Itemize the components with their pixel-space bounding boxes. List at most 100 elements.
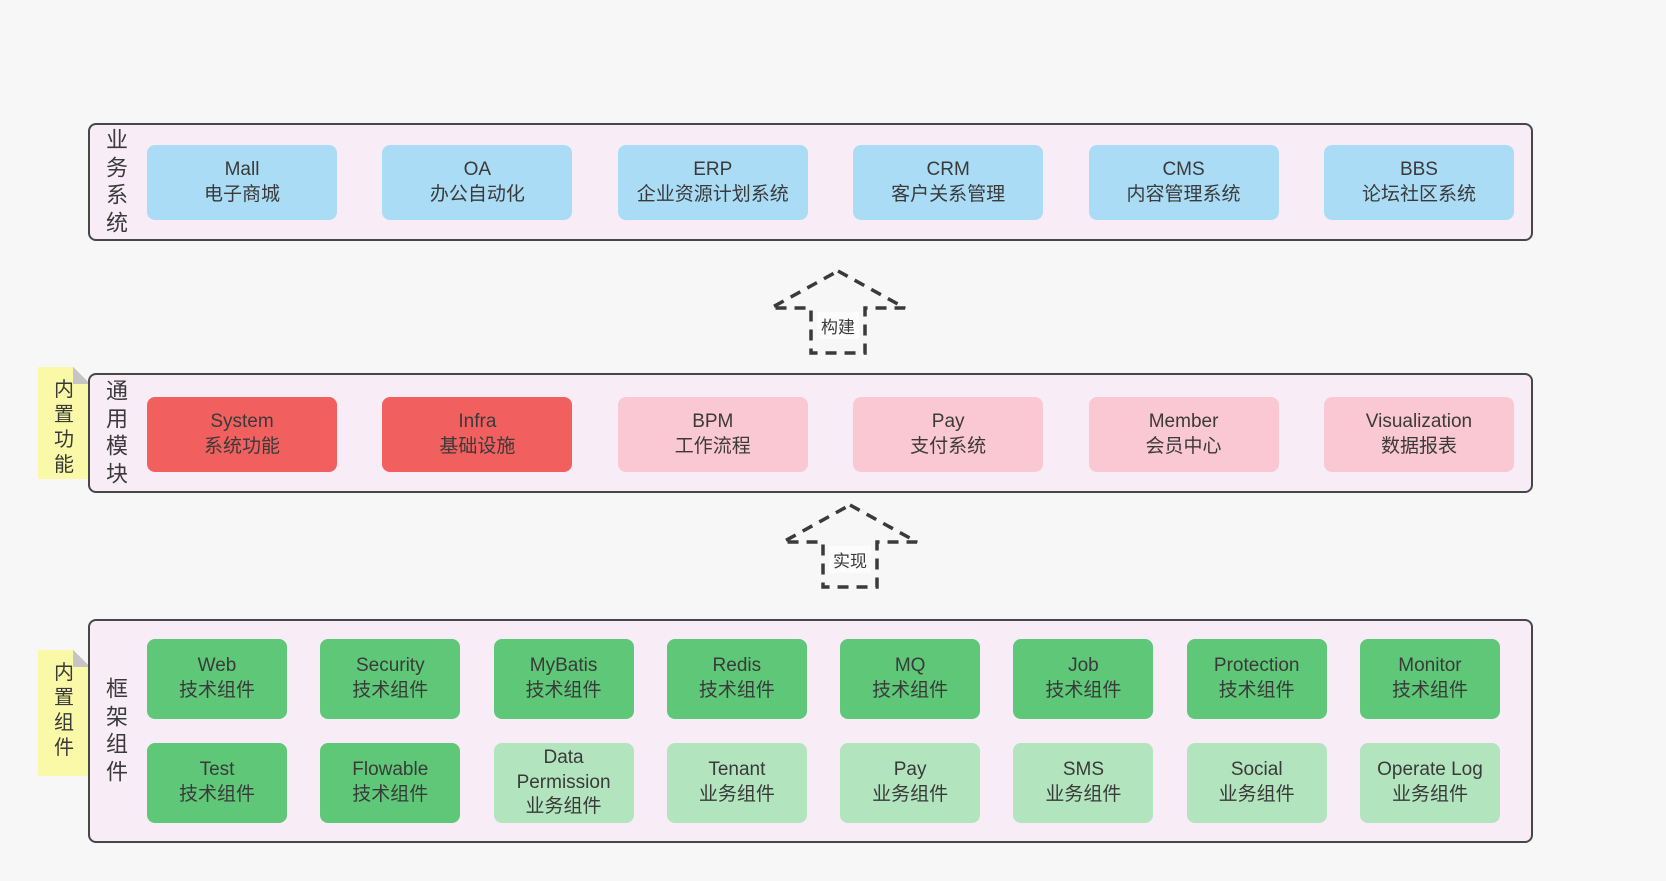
box-cms: CMS 内容管理系统 — [1088, 145, 1279, 220]
box-title: Visualization — [1365, 410, 1473, 432]
box-system: System 系统功能 — [147, 397, 337, 472]
box-subtitle: 技术组件 — [352, 680, 429, 701]
box-subtitle: 业务组件 — [698, 784, 775, 805]
panel-common-modules: 通用模块 System 系统功能 Infra 基础设施 BPM 工作流程 Pay… — [88, 373, 1533, 493]
box-subtitle: 业务组件 — [525, 796, 602, 818]
box-subtitle: 业务组件 — [872, 784, 949, 805]
sticky-note-label: 内置组件 — [54, 662, 74, 759]
box-subtitle: 技术组件 — [1391, 680, 1468, 701]
box-title: Web — [197, 655, 237, 677]
box-title: BBS — [1399, 158, 1438, 180]
box-operate-log: Operate Log 业务组件 — [1359, 743, 1500, 823]
box-title: Pay — [931, 410, 965, 432]
box-subtitle: 技术组件 — [1045, 680, 1122, 701]
panel-framework-components: 框架组件 Web 技术组件 Security 技术组件 MyBatis 技术组件… — [88, 619, 1533, 843]
business-systems-row: Mall 电子商城 OA 办公自动化 ERP 企业资源计划系统 CRM 客户关系… — [147, 145, 1514, 220]
box-visualization: Visualization 数据报表 — [1323, 397, 1514, 472]
box-pay-component: Pay 业务组件 — [840, 743, 981, 823]
box-social: Social 业务组件 — [1186, 743, 1327, 823]
folded-corner-icon — [73, 367, 90, 384]
box-monitor: Monitor 技术组件 — [1359, 639, 1500, 719]
box-title: Test — [199, 759, 235, 781]
box-subtitle: 支付系统 — [910, 435, 987, 457]
panel-label-framework-components: 框架组件 — [105, 676, 128, 785]
box-title: Monitor — [1398, 655, 1462, 677]
box-web: Web 技术组件 — [147, 639, 287, 719]
box-title: CMS — [1162, 158, 1205, 180]
box-title: Mall — [224, 158, 260, 180]
box-oa: OA 办公自动化 — [382, 145, 573, 220]
box-subtitle: 论坛社区系统 — [1361, 183, 1476, 205]
box-redis: Redis 技术组件 — [666, 639, 807, 719]
box-title: BPM — [692, 410, 734, 432]
box-flowable: Flowable 技术组件 — [320, 743, 461, 823]
box-title: OA — [463, 158, 492, 180]
box-mybatis: MyBatis 技术组件 — [493, 639, 634, 719]
arrow-label-implement: 实现 — [829, 546, 871, 573]
box-subtitle: 电子商城 — [203, 183, 280, 205]
box-subtitle: 业务组件 — [1391, 784, 1468, 805]
box-title: Job — [1068, 655, 1099, 677]
box-job: Job 技术组件 — [1013, 639, 1154, 719]
folded-corner-icon — [73, 650, 90, 667]
box-title: SMS — [1062, 759, 1104, 781]
box-title: Protection — [1213, 655, 1300, 677]
box-title: System — [210, 410, 274, 432]
box-title: Social — [1230, 759, 1283, 781]
box-member: Member 会员中心 — [1088, 397, 1279, 472]
box-pay-module: Pay 支付系统 — [853, 397, 1044, 472]
box-title: Operate Log — [1377, 759, 1483, 781]
box-subtitle: 技术组件 — [872, 680, 949, 701]
box-subtitle: 会员中心 — [1145, 435, 1222, 457]
box-subtitle: 技术组件 — [178, 680, 255, 701]
box-subtitle: 企业资源计划系统 — [636, 183, 789, 205]
box-subtitle: 数据报表 — [1380, 435, 1457, 457]
box-title: MyBatis — [529, 655, 598, 677]
box-mq: MQ 技术组件 — [840, 639, 981, 719]
box-title: Data Permission — [516, 746, 611, 793]
box-subtitle: 业务组件 — [1045, 784, 1122, 805]
box-subtitle: 技术组件 — [1218, 680, 1295, 701]
framework-components-row-2: Test 技术组件 Flowable 技术组件 Data Permission … — [147, 743, 1500, 823]
box-subtitle: 工作流程 — [674, 435, 751, 457]
box-subtitle: 技术组件 — [178, 784, 255, 805]
dashed-up-arrow-icon — [770, 269, 906, 355]
box-subtitle: 技术组件 — [525, 680, 602, 701]
box-mall: Mall 电子商城 — [147, 145, 337, 220]
box-title: ERP — [693, 158, 733, 180]
arrow-implement: 实现 — [780, 502, 920, 590]
box-title: Redis — [712, 655, 762, 677]
box-subtitle: 技术组件 — [352, 784, 429, 805]
box-title: Member — [1148, 410, 1219, 432]
box-bbs: BBS 论坛社区系统 — [1323, 145, 1514, 220]
box-bpm: BPM 工作流程 — [617, 397, 808, 472]
box-title: Security — [355, 655, 425, 677]
box-subtitle: 技术组件 — [698, 680, 775, 701]
panel-label-business-systems: 业务系统 — [105, 127, 128, 236]
panel-label-common-modules: 通用模块 — [105, 378, 128, 487]
framework-components-row-1: Web 技术组件 Security 技术组件 MyBatis 技术组件 Redi… — [147, 639, 1500, 719]
dashed-up-arrow-icon — [782, 503, 918, 589]
box-tenant: Tenant 业务组件 — [666, 743, 807, 823]
box-crm: CRM 客户关系管理 — [853, 145, 1044, 220]
box-subtitle: 内容管理系统 — [1126, 183, 1241, 205]
box-title: CRM — [926, 158, 970, 180]
sticky-note-builtin-features: 内置功能 — [38, 367, 90, 479]
box-subtitle: 系统功能 — [203, 435, 280, 457]
sticky-note-label: 内置功能 — [54, 379, 74, 476]
box-protection: Protection 技术组件 — [1186, 639, 1327, 719]
box-subtitle: 办公自动化 — [429, 183, 525, 205]
arrow-build: 构建 — [768, 268, 908, 356]
box-erp: ERP 企业资源计划系统 — [617, 145, 808, 220]
panel-business-systems: 业务系统 Mall 电子商城 OA 办公自动化 ERP 企业资源计划系统 CRM… — [88, 123, 1533, 241]
box-subtitle: 客户关系管理 — [891, 183, 1006, 205]
box-subtitle: 业务组件 — [1218, 784, 1295, 805]
box-title: Flowable — [352, 759, 429, 781]
arrow-label-build: 构建 — [817, 312, 859, 339]
box-title: Pay — [893, 759, 927, 781]
common-modules-row: System 系统功能 Infra 基础设施 BPM 工作流程 Pay 支付系统… — [147, 397, 1514, 472]
box-security: Security 技术组件 — [320, 639, 461, 719]
box-data-permission: Data Permission 业务组件 — [493, 743, 634, 823]
box-subtitle: 基础设施 — [439, 435, 516, 457]
